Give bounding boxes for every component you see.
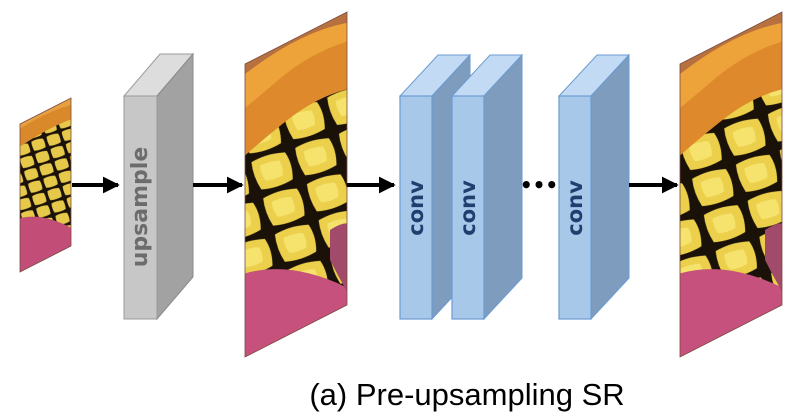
input-image (19, 97, 72, 273)
conv-label-1: conv (404, 180, 428, 236)
conv-block-3-front (558, 95, 592, 320)
upsampled-image (244, 11, 348, 358)
output-image (679, 11, 783, 358)
conv-label-2: conv (456, 180, 480, 236)
conv-block-2-side (483, 53, 523, 321)
conv-block-3-side (590, 53, 630, 321)
conv-block-1-front (399, 95, 433, 320)
ellipsis: ••• (520, 173, 558, 197)
conv-label-3: conv (563, 180, 587, 236)
upsample-block-front (123, 95, 158, 320)
conv-block-3: conv (557, 53, 631, 321)
upsample-block: upsample (122, 52, 195, 321)
conv-block-2: conv (450, 53, 524, 321)
conv-block-2-front (451, 95, 485, 320)
upsample-label: upsample (128, 147, 153, 267)
figure-caption: (a) Pre-upsampling SR (309, 377, 624, 412)
upsample-block-side (156, 52, 194, 321)
